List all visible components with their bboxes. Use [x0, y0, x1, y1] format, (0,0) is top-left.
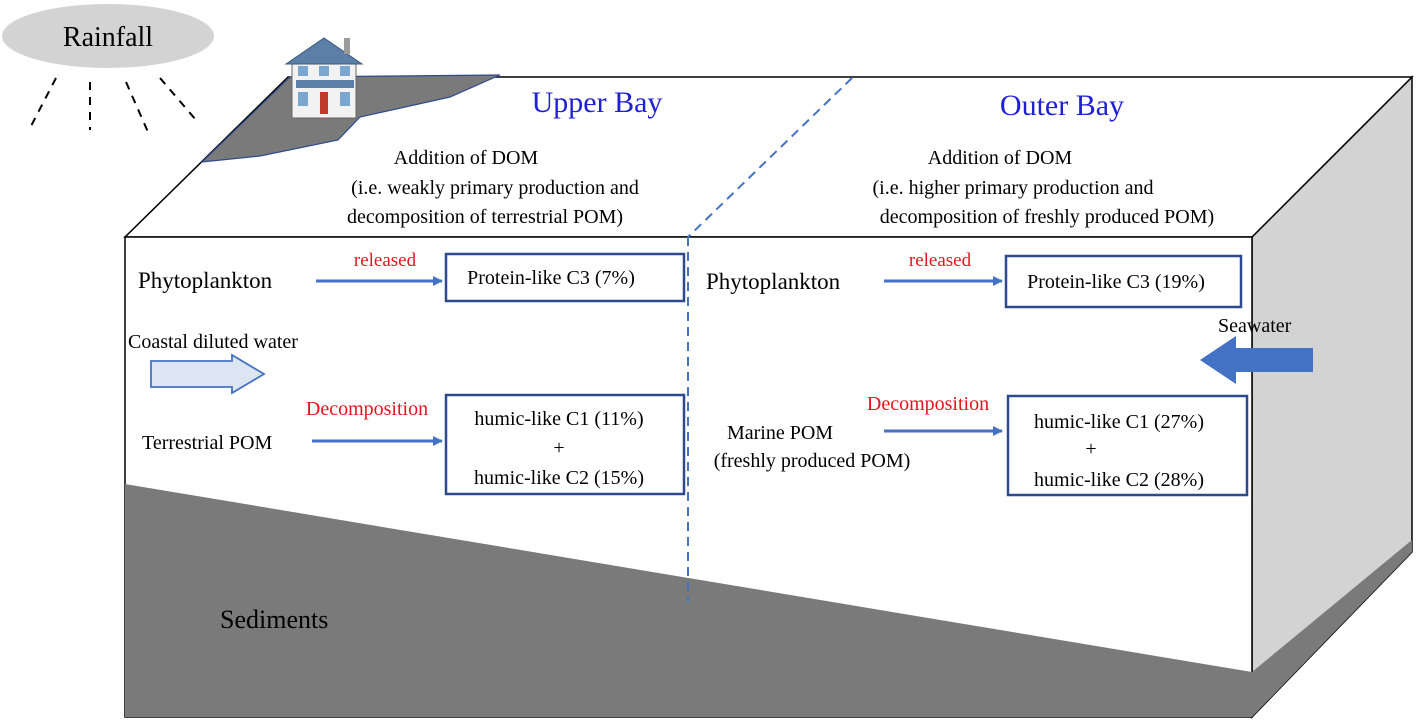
outer-bay-title: Outer Bay: [1000, 89, 1124, 122]
upper-phytoplankton-label: Phytoplankton: [138, 268, 273, 293]
outer-protein-label: Protein-like C3 (19%): [1027, 271, 1205, 293]
sediment-side: [1252, 540, 1412, 717]
upper-note-line1: Addition of DOM: [394, 147, 539, 169]
upper-humic-c2: humic-like C2 (15%): [474, 467, 644, 489]
outer-note-line2: (i.e. higher primary production and: [872, 177, 1153, 199]
house-icon: [284, 37, 364, 119]
outer-protein-box: [1004, 254, 1243, 309]
marine-pom-label: Marine POM: [727, 422, 833, 444]
region-divider: [687, 77, 853, 602]
upper-humic-c1: humic-like C1 (11%): [474, 408, 643, 430]
upper-note-line3: decomposition of terrestrial POM): [347, 206, 623, 228]
coastal-inflow-arrow: [150, 353, 266, 395]
outer-humic-c1: humic-like C1 (27%): [1034, 411, 1204, 433]
outer-humic-box: [1006, 394, 1249, 497]
outer-humic-plus: +: [1085, 438, 1096, 460]
rain-cloud: [2, 4, 214, 68]
upper-protein-label: Protein-like C3 (7%): [467, 267, 635, 289]
upper-note-line2: (i.e. weakly primary production and: [351, 177, 639, 199]
rain-drops: [29, 77, 197, 133]
outer-released-label: released: [909, 250, 972, 271]
upper-humic-box: [444, 393, 686, 496]
seawater-inflow-arrow: [1200, 336, 1313, 384]
upper-decomposition-label: Decomposition: [306, 398, 428, 420]
outer-note-line3: decomposition of freshly produced POM): [880, 206, 1214, 228]
terrestrial-pom-label: Terrestrial POM: [142, 432, 272, 454]
outer-decomposition-label: Decomposition: [867, 393, 989, 415]
outer-surface-note: Addition of DOM (i.e. higher primary pro…: [872, 147, 1214, 228]
outer-humic-c2: humic-like C2 (28%): [1034, 469, 1204, 491]
upper-bay-title: Upper Bay: [532, 86, 663, 119]
rainfall-label: Rainfall: [63, 22, 153, 53]
upper-surface-note: Addition of DOM (i.e. weakly primary pro…: [347, 147, 639, 228]
coastal-water-label: Coastal diluted water: [128, 331, 298, 353]
outer-phytoplankton-label: Phytoplankton: [706, 269, 841, 294]
seawater-label: Seawater: [1218, 315, 1292, 337]
upper-protein-box: [444, 252, 686, 303]
upper-humic-plus: +: [553, 437, 564, 459]
outer-note-line1: Addition of DOM: [928, 147, 1073, 169]
sediments-label: Sediments: [220, 605, 328, 634]
marine-pom-sublabel: (freshly produced POM): [714, 450, 911, 472]
upper-released-label: released: [354, 250, 417, 271]
